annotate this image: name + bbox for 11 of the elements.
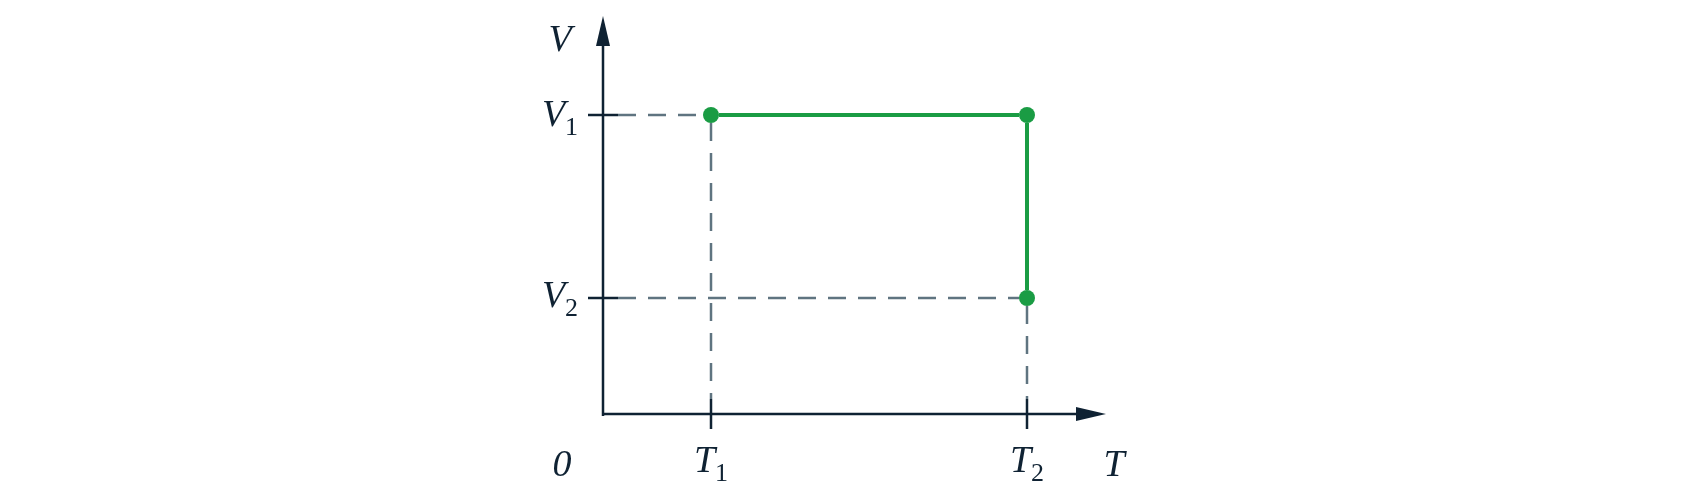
process-line bbox=[719, 113, 1019, 117]
tick-label: T$_{2}$ bbox=[1009, 440, 1045, 486]
tick-label: T$_{1}$ bbox=[693, 440, 729, 486]
origin-label: 0 bbox=[552, 444, 572, 482]
axis-label: T bbox=[1103, 444, 1125, 482]
state-point bbox=[1019, 290, 1035, 306]
process-line bbox=[1025, 123, 1029, 290]
tick-label: V$_{2}$ bbox=[541, 275, 579, 321]
tick-label: V$_{1}$ bbox=[541, 94, 579, 140]
state-point bbox=[1019, 107, 1035, 123]
state-point bbox=[703, 107, 719, 123]
